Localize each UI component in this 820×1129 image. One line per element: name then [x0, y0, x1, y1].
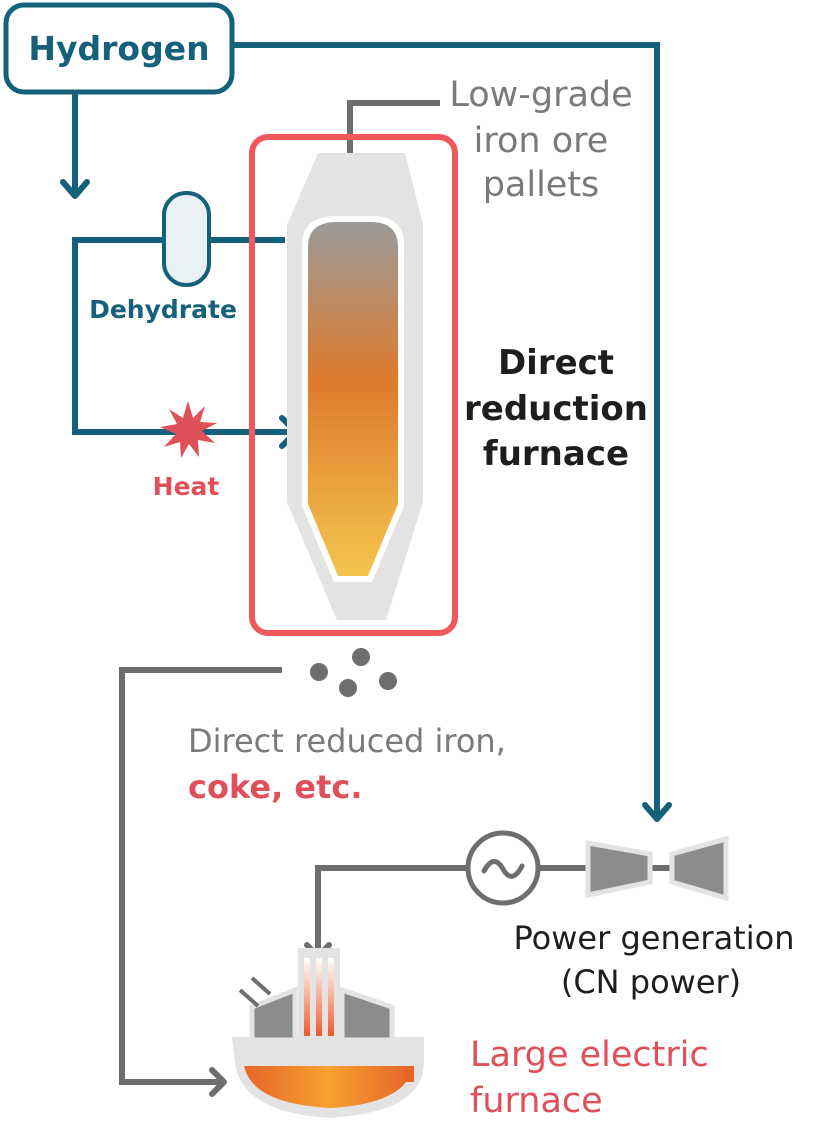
ore-label-line3: pallets [483, 165, 600, 205]
furnace-label-line2: reduction [464, 389, 648, 429]
direct-reduction-furnace [249, 134, 458, 636]
arrow-down-icon [642, 802, 672, 822]
electrode [316, 958, 322, 1036]
furnace-label-line1: Direct [498, 343, 614, 383]
furnace-shaft-fill [308, 222, 398, 576]
heat-burst-icon [160, 401, 217, 458]
ore-label-line1: Low-grade [449, 75, 632, 115]
generator [465, 830, 541, 906]
electrode [304, 958, 310, 1036]
dri-label-line2: coke, etc. [188, 768, 363, 806]
turbine [585, 835, 729, 902]
dri-label-line1: Direct reduced iron, [188, 722, 506, 760]
arrow-down-icon [60, 179, 90, 199]
electric-arc-furnace [232, 948, 424, 1118]
power-label-line1: Power generation [514, 919, 795, 957]
pellet [310, 663, 328, 681]
heat-label: Heat [153, 472, 220, 501]
eaf-melt-pool [244, 1066, 412, 1108]
pellet [352, 648, 370, 666]
dri-pellets [310, 648, 397, 697]
eaf-label-line2: furnace [470, 1081, 603, 1121]
furnace-label: Direct reduction furnace [464, 343, 648, 474]
furnace-label-line3: furnace [483, 434, 629, 474]
eaf-roof-left [249, 986, 298, 1043]
eaf-roof-right [339, 986, 395, 1043]
eaf-steam-lines [238, 976, 272, 1008]
dehydrate-label: Dehydrate [89, 295, 237, 324]
electrode [328, 958, 334, 1036]
ore-label: Low-grade iron ore pallets [449, 75, 632, 205]
eaf-spout [404, 1066, 414, 1082]
turbine-left-blade [585, 840, 653, 899]
eaf-label-line1: Large electric [470, 1035, 709, 1075]
hydrogen-box [3, 2, 235, 95]
power-label: Power generation (CN power) [514, 919, 795, 1001]
hydrogen-label: Hydrogen [28, 29, 209, 68]
power-label-line2: (CN power) [561, 963, 741, 1001]
gray-flow-lines [119, 100, 672, 1085]
eaf-label: Large electric furnace [470, 1035, 709, 1121]
arrow-right-icon [209, 1067, 227, 1097]
pellet [379, 672, 397, 690]
dri-to-eaf-line [119, 667, 282, 1085]
ac-wave-icon [481, 859, 525, 879]
power-to-eaf-line [315, 865, 466, 955]
dehydrator-capsule [162, 191, 211, 287]
turbine-right-blade [669, 835, 729, 902]
ore-label-line2: iron ore [474, 121, 609, 161]
hydrogen-to-power-line [232, 42, 660, 815]
pellet [339, 679, 357, 697]
furnace-highlight-box [249, 134, 458, 636]
